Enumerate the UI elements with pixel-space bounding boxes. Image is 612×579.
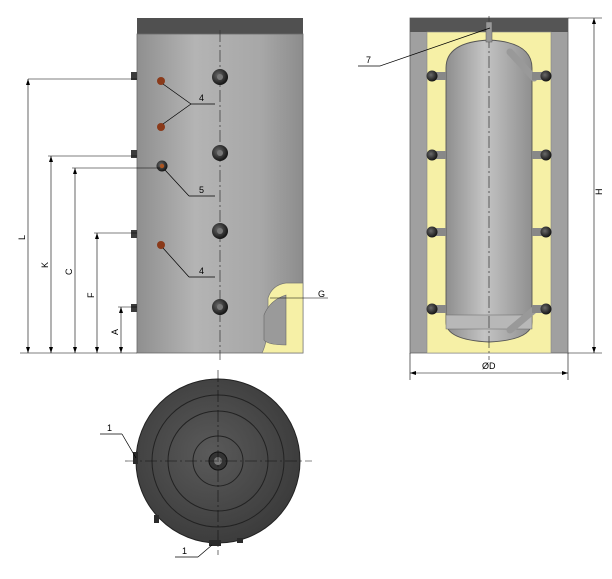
dim-label-G: G: [318, 289, 325, 299]
section-ports: [426, 70, 552, 315]
vent-pipe: [485, 21, 493, 43]
top-stub-bottom-left: [154, 515, 159, 523]
dim-label-L: L: [17, 235, 27, 240]
callout-7-label: 7: [366, 55, 371, 65]
callout-7-leader-diag: [379, 27, 491, 67]
dim-label-C: C: [64, 268, 74, 275]
side-stubs: [131, 72, 137, 312]
side-dimension-lines: [20, 78, 328, 354]
upper-diagonal-pipe: [506, 48, 538, 82]
top-view: 1 1: [100, 370, 312, 558]
lower-diagonal-pipe: [506, 306, 538, 334]
top-stub-bottom: [209, 540, 221, 546]
sensor-port-icon: [157, 77, 165, 85]
top-stub-left: [133, 452, 138, 464]
side-view: 4 5 4 L K C F A G: [17, 18, 328, 360]
dim-label-A: A: [110, 329, 120, 335]
dim-D: [409, 353, 569, 380]
side-large-ports: [212, 69, 228, 315]
side-callout-leaders: [162, 83, 215, 278]
dimension-arrows: [26, 79, 123, 353]
callout-label: 4: [199, 93, 204, 103]
sensor-port-icon: [157, 123, 165, 131]
callout-label: 5: [199, 185, 204, 195]
dim-H: [568, 17, 602, 354]
sensor-port-icon: [157, 241, 165, 249]
side-small-ports: [156, 77, 168, 249]
top-stub-bottom-right: [237, 538, 243, 543]
callout-1b-leader-diag: [197, 544, 213, 558]
dim-label-K: K: [40, 262, 50, 268]
callout-label: 4: [199, 266, 204, 276]
side-cutaway-tank: [263, 294, 287, 346]
section-view: 7 H ØD: [358, 16, 604, 380]
dim-label-D: ØD: [482, 361, 496, 371]
callout-1a-label: 1: [107, 423, 112, 433]
dim-label-H: H: [594, 189, 604, 196]
callout-1a-leader-diag: [121, 433, 137, 459]
callout-1b-label: 1: [182, 546, 187, 556]
dim-label-F: F: [86, 292, 96, 298]
